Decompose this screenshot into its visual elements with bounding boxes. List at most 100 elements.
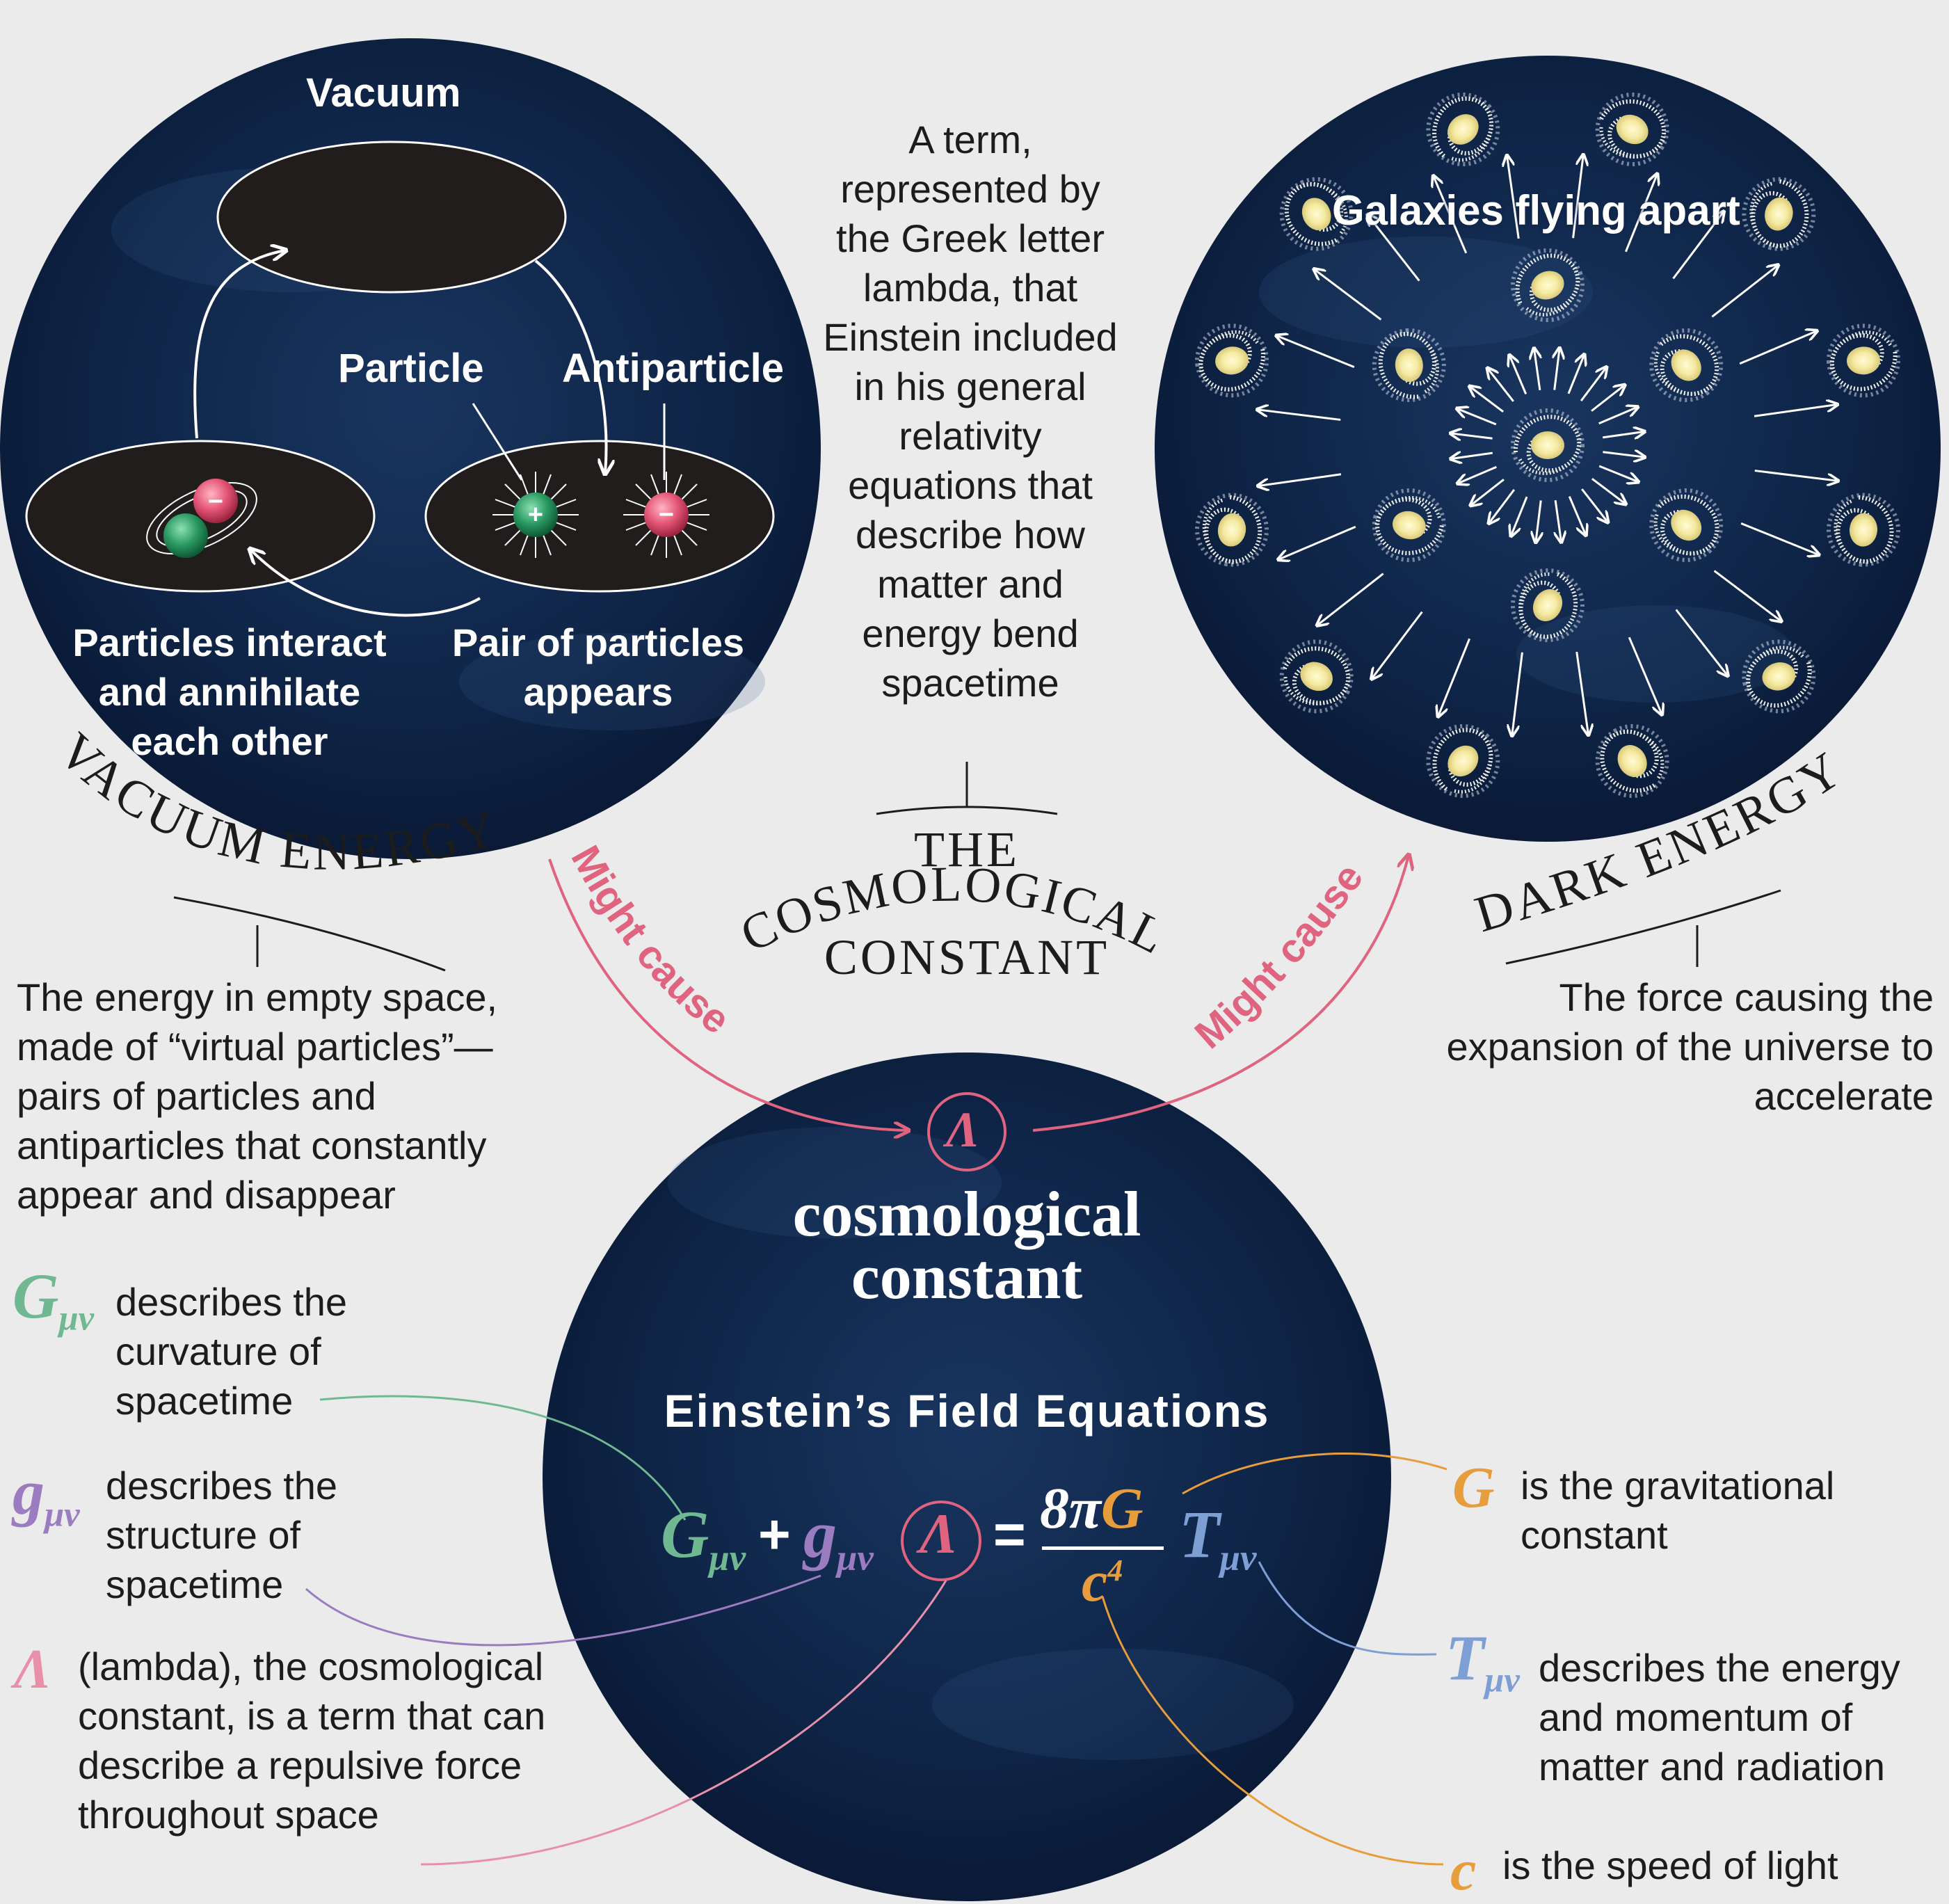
eq-plus: + xyxy=(758,1503,791,1565)
arrow-icon xyxy=(1451,433,1493,438)
eq-g: gμν xyxy=(803,1497,874,1578)
connector-T xyxy=(1258,1561,1437,1656)
vacuum-label: Vacuum xyxy=(306,70,461,115)
legend-g-text: describes the structure of spacetime xyxy=(106,1464,338,1606)
expansion-arrows xyxy=(1258,155,1838,735)
cosmological-constant-circle xyxy=(543,1053,1391,1901)
svg-text:+: + xyxy=(528,500,543,529)
might-cause-left: Might cause xyxy=(563,838,739,1043)
connector-G-curvature xyxy=(319,1395,687,1521)
arrow-icon xyxy=(1507,156,1520,239)
arrow-icon xyxy=(1278,525,1356,559)
legend-g-symbol: gμν xyxy=(13,1457,80,1534)
arrow-icon xyxy=(1471,479,1505,505)
eq-fraction-bar xyxy=(1042,1546,1164,1550)
arrow-icon xyxy=(1512,652,1523,735)
legend-G-symbol: Gμν xyxy=(13,1261,95,1338)
interact-label: Particles interact and annihilate each o… xyxy=(72,621,387,763)
arrow-icon xyxy=(1628,637,1662,714)
cosmological-title-line1: cosmological xyxy=(792,1178,1141,1249)
arrow-icon xyxy=(1675,609,1728,675)
particle-label: Particle xyxy=(338,346,484,391)
cosmological-heading-line1: THE xyxy=(914,822,1020,877)
legend-T-text: describes the energy and momentum of mat… xyxy=(1539,1646,1900,1789)
arrow-icon xyxy=(1624,175,1657,253)
legend-lambda-text: (lambda), the cosmological constant, is … xyxy=(78,1645,546,1837)
legend-Ggrav-symbol: G xyxy=(1452,1455,1495,1520)
arrow-icon xyxy=(1598,407,1637,425)
arrow-icon xyxy=(1591,477,1626,504)
arrow-icon xyxy=(1580,367,1606,402)
arrow-icon xyxy=(1317,573,1384,625)
arrow-icon xyxy=(1603,432,1644,438)
arrow-icon xyxy=(1572,155,1584,239)
arrow-icon xyxy=(1534,349,1540,390)
svg-text:−: − xyxy=(208,487,223,516)
cosmological-description: A term, represented by the Greek letter … xyxy=(823,118,1118,705)
connector-lambda xyxy=(420,1580,947,1866)
equations-title: Einstein’s Field Equations xyxy=(664,1385,1270,1437)
arrow-icon xyxy=(1591,385,1624,412)
galaxies-label: Galaxies flying apart xyxy=(1332,187,1740,234)
arrow-icon xyxy=(1555,500,1561,541)
arrow-icon xyxy=(1315,269,1382,321)
arrow-icon xyxy=(1740,522,1818,554)
dark-energy-description: The force causing the expansion of the u… xyxy=(1446,975,1934,1118)
arrow-icon xyxy=(1511,496,1528,536)
pair-ellipse xyxy=(424,440,775,593)
arrow-icon xyxy=(1711,265,1778,318)
eq-equals: = xyxy=(993,1503,1026,1565)
arrow-icon xyxy=(1603,452,1644,457)
arrow-icon xyxy=(1277,336,1355,369)
svg-text:−: − xyxy=(659,500,674,529)
might-cause-right-text: Might cause xyxy=(1187,856,1372,1058)
arrow-icon xyxy=(1581,488,1607,522)
arrow-icon xyxy=(1575,651,1589,735)
eq-G: Gμν xyxy=(661,1497,746,1578)
vacuum-ellipse xyxy=(216,141,567,294)
antiparticle-icon: − xyxy=(623,472,709,558)
arrow-icon xyxy=(1739,331,1816,365)
cosmological-heading-line3: CONSTANT xyxy=(824,929,1110,985)
arrow-icon xyxy=(1488,369,1514,402)
legend-T-symbol: Tμν xyxy=(1445,1622,1520,1699)
connector-c xyxy=(1101,1596,1444,1866)
lambda-circle-top xyxy=(927,1092,1006,1171)
arrow-icon xyxy=(1598,465,1638,481)
arrow-icon xyxy=(1754,470,1838,481)
legend-c-symbol: c xyxy=(1450,1838,1477,1903)
particle-icon: + xyxy=(492,472,579,558)
legend-Ggrav-text: is the gravitational constant xyxy=(1521,1464,1835,1557)
eq-T: Tμν xyxy=(1179,1497,1257,1578)
eq-lambda: Λ xyxy=(920,1502,958,1565)
arrow-icon xyxy=(1258,410,1341,421)
arrow-icon xyxy=(1568,496,1585,535)
antiparticle-label: Antiparticle xyxy=(562,346,785,391)
arrow-icon xyxy=(1536,500,1541,542)
vacuum-circle xyxy=(0,38,821,859)
connector-g-structure xyxy=(305,1574,821,1647)
arrow-icon xyxy=(1438,638,1471,716)
connector-G-grav xyxy=(1182,1453,1447,1495)
legend-c-text: is the speed of light xyxy=(1502,1843,1838,1887)
arrow-icon xyxy=(1367,215,1420,282)
arrow-icon xyxy=(1567,355,1584,394)
eq-denominator: c4 xyxy=(1082,1549,1123,1614)
arrow-icon xyxy=(1509,355,1527,394)
arrow-icon xyxy=(1458,465,1497,483)
arrow-icon xyxy=(1451,453,1493,458)
arrow-icon xyxy=(1434,176,1468,254)
legend-lambda-symbol: Λ xyxy=(14,1639,51,1700)
arrow-icon xyxy=(1372,611,1423,679)
interacting-particles: − xyxy=(146,479,257,558)
arrow-icon xyxy=(1713,570,1781,621)
arrow-icon xyxy=(1258,473,1342,486)
arrow-icon xyxy=(1555,349,1559,390)
cosmological-title: cosmological constant xyxy=(723,1178,1210,1309)
might-cause-left-text: Might cause xyxy=(563,838,739,1043)
arrow-icon xyxy=(1470,387,1505,413)
arrow-icon xyxy=(1754,405,1837,417)
pair-label: Pair of particles appears xyxy=(451,621,745,714)
might-cause-right: Might cause xyxy=(1187,856,1372,1058)
